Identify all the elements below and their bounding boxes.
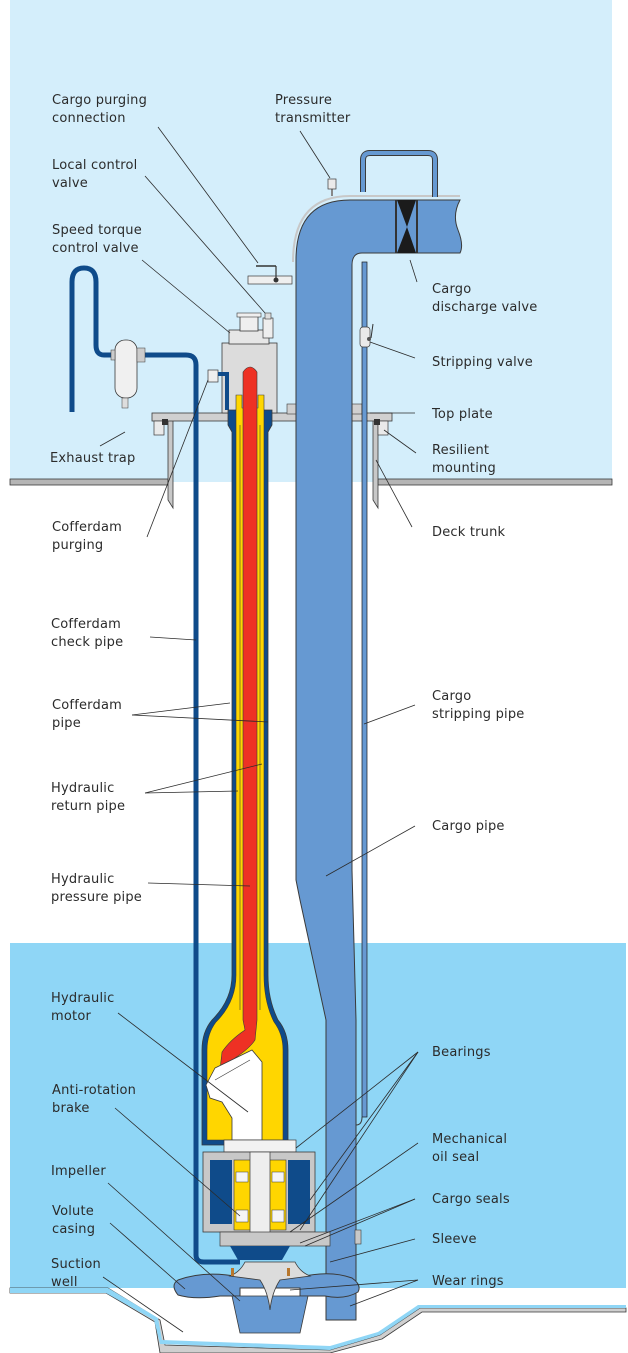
pressure-transmitter	[327, 178, 337, 196]
label-line: discharge valve	[432, 300, 537, 315]
label-line: Exhaust trap	[50, 451, 135, 466]
label-sleeve: Sleeve	[432, 1232, 477, 1247]
label-line: Cofferdam	[52, 520, 122, 535]
label-line: Local control	[52, 158, 138, 173]
label-line: Cargo seals	[432, 1192, 510, 1207]
label-line: Mechanical	[432, 1132, 507, 1147]
label-line: Cargo	[432, 282, 471, 297]
label-top-plate: Top plate	[431, 407, 493, 422]
label-line: Hydraulic	[51, 991, 114, 1006]
label-local-control-valve: Local control valve	[52, 158, 138, 191]
label-cargo-purging-connection: Cargo purging connection	[52, 93, 147, 126]
label-line: stripping pipe	[432, 707, 524, 722]
resilient-mounting-left	[153, 419, 168, 436]
label-line: valve	[52, 176, 88, 191]
label-deck-trunk: Deck trunk	[432, 525, 506, 540]
label-pressure-transmitter: Pressure transmitter	[275, 93, 351, 126]
label-hydraulic-pressure-pipe: Hydraulic pressure pipe	[51, 872, 142, 905]
label-line: well	[51, 1275, 78, 1290]
label-resilient-mounting: Resilient mounting	[432, 443, 496, 476]
local-control-valve	[262, 312, 274, 339]
label-line: Wear rings	[432, 1274, 504, 1289]
label-line: pressure pipe	[51, 890, 142, 905]
label-stripping-valve: Stripping valve	[432, 355, 533, 370]
cofferdam-purging-fitting	[207, 369, 229, 410]
exhaust-line	[145, 352, 199, 420]
label-line: Pressure	[275, 93, 332, 108]
suction-well	[9, 1287, 627, 1353]
label-line: control valve	[52, 241, 139, 256]
cargo-discharge-valve	[395, 200, 418, 253]
label-wear-rings: Wear rings	[432, 1274, 504, 1289]
label-exhaust-trap: Exhaust trap	[50, 451, 135, 466]
label-line: Volute	[52, 1204, 94, 1219]
label-line: Hydraulic	[51, 872, 114, 887]
label-line: Cofferdam	[52, 698, 122, 713]
label-cargo-stripping-pipe: Cargo stripping pipe	[432, 689, 524, 722]
cofferdam-check-pipe	[193, 420, 240, 1265]
label-line: mounting	[432, 461, 496, 476]
deck-trunk-right	[372, 419, 379, 510]
label-speed-torque-control-valve: Speed torque control valve	[52, 223, 142, 256]
cargo-liquid-region	[10, 943, 626, 1288]
label-line: Top plate	[431, 407, 493, 422]
hydraulic-motor	[205, 1049, 263, 1141]
deck-trunk-left	[167, 419, 174, 510]
cargo-purging-connection	[247, 265, 293, 285]
label-line: transmitter	[275, 111, 351, 126]
label-hydraulic-return-pipe: Hydraulic return pipe	[51, 781, 125, 814]
hydraulic-pressure-pipe	[219, 366, 258, 1071]
label-line: Hydraulic	[51, 781, 114, 796]
label-line: check pipe	[51, 635, 123, 650]
label-line: Sleeve	[432, 1232, 477, 1247]
label-cargo-pipe: Cargo pipe	[432, 819, 505, 834]
label-line: Stripping valve	[432, 355, 533, 370]
label-line: Cargo purging	[52, 93, 147, 108]
label-line: oil seal	[432, 1150, 479, 1165]
pump-housing	[202, 1151, 362, 1260]
label-line: Resilient	[432, 443, 489, 458]
label-line: Impeller	[51, 1164, 106, 1179]
exhaust-trap	[110, 339, 146, 409]
label-cofferdam-purging: Cofferdam purging	[52, 520, 122, 553]
label-line: Anti-rotation	[52, 1083, 136, 1098]
label-cofferdam-pipe: Cofferdam pipe	[52, 698, 122, 731]
label-line: Cofferdam	[51, 617, 121, 632]
label-line: purging	[52, 538, 103, 553]
stripping-valve	[359, 323, 374, 348]
label-suction-well: Suction well	[51, 1257, 101, 1290]
label-volute-casing: Volute casing	[52, 1204, 95, 1237]
deck	[377, 478, 613, 486]
label-line: pipe	[52, 716, 81, 731]
label-line: brake	[52, 1101, 90, 1116]
label-line: casing	[52, 1222, 95, 1237]
label-mechanical-oil-seal: Mechanical oil seal	[432, 1132, 507, 1165]
label-line: return pipe	[51, 799, 125, 814]
label-cargo-discharge-valve: Cargo discharge valve	[432, 282, 537, 315]
label-line: Deck trunk	[432, 525, 506, 540]
label-line: Speed torque	[52, 223, 142, 238]
label-impeller: Impeller	[51, 1164, 106, 1179]
label-cargo-seals: Cargo seals	[432, 1192, 510, 1207]
cargo-pipe	[295, 199, 463, 1321]
label-line: connection	[52, 111, 126, 126]
cargo-stripping-pipe	[361, 261, 368, 1118]
label-hydraulic-motor: Hydraulic motor	[51, 991, 114, 1024]
label-line: Bearings	[432, 1045, 491, 1060]
label-line: motor	[51, 1009, 91, 1024]
label-bearings: Bearings	[432, 1045, 491, 1060]
wear-rings	[231, 1268, 290, 1276]
label-cofferdam-check-pipe: Cofferdam check pipe	[51, 617, 123, 650]
leader-lines	[99, 126, 419, 1333]
label-anti-rotation-brake: Anti-rotation brake	[52, 1083, 136, 1116]
label-line: Cargo	[432, 689, 471, 704]
deck	[9, 478, 169, 486]
label-line: Suction	[51, 1257, 101, 1272]
resilient-mounting-right	[374, 419, 389, 436]
label-line: Cargo pipe	[432, 819, 505, 834]
